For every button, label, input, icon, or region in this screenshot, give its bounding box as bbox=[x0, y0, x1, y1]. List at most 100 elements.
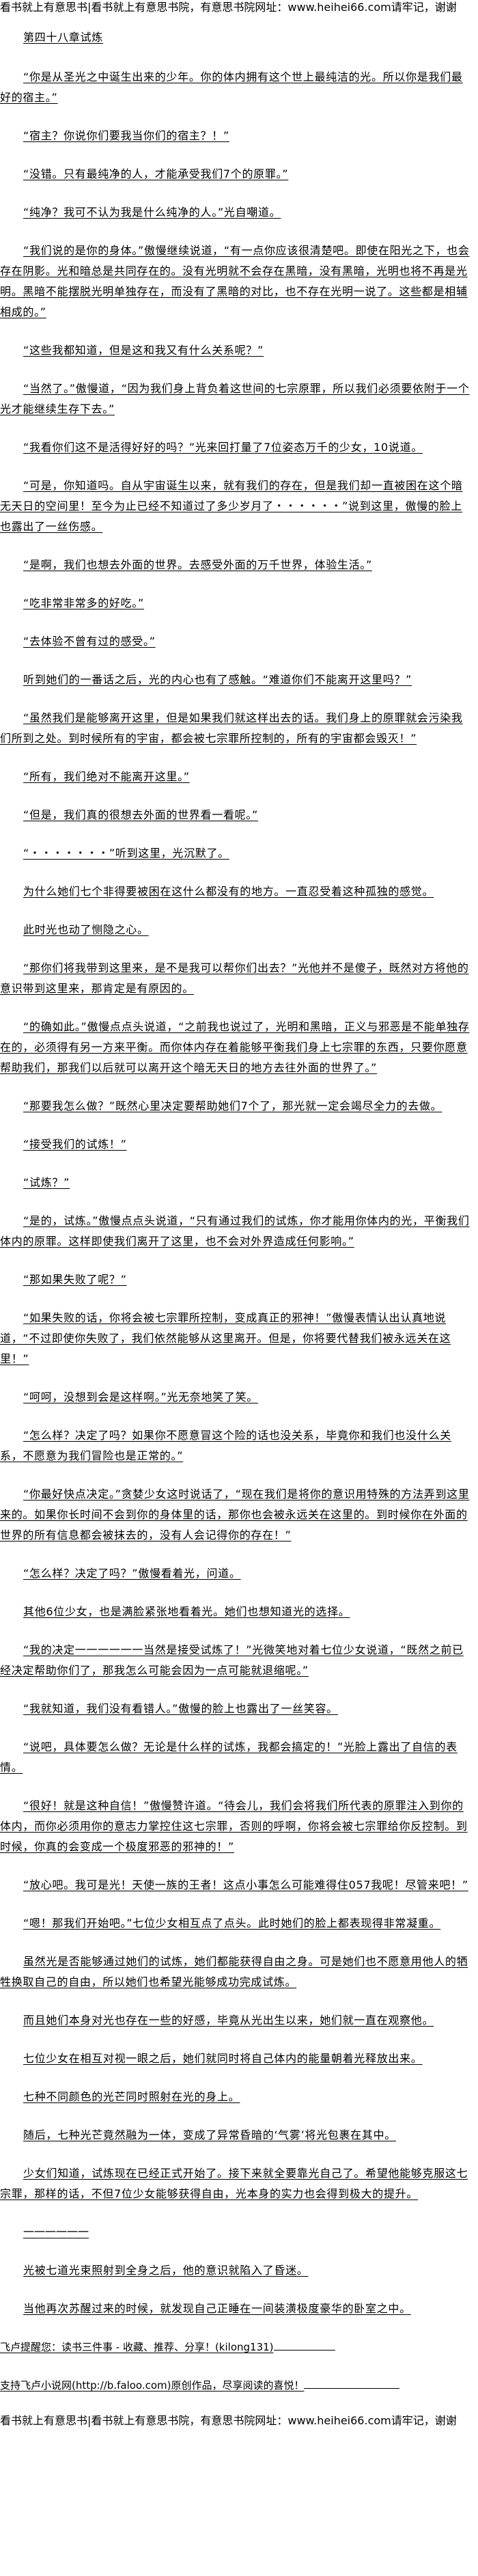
paragraph: “放心吧。我可是光！天使一族的王者！这点小事怎么可能难得住057我呢！尽管来吧！… bbox=[0, 1875, 473, 1895]
paragraph: 其他6位少女，也是满脸紧张地看着光。她们也想知道光的选择。 bbox=[0, 1602, 473, 1622]
paragraph-text: “可是，你知道吗。自从宇宙诞生以来，就有我们的存在，但是我们却一直被困在这个暗无… bbox=[0, 479, 463, 533]
paragraph-text: “是的，试炼。”傲慢点点头说道，“只有通过我们的试炼，你才能用你体内的光，平衡我… bbox=[0, 1214, 470, 1248]
paragraph: 七种不同颜色的光芒同时照射在光的身上。 bbox=[0, 2087, 473, 2107]
paragraph: 当他再次苏醒过来的时候，就发现自己正睡在一间装潢极度豪华的卧室之中。 bbox=[0, 2299, 473, 2319]
chapter-body: “你是从圣光之中诞生出来的少年。你的体内拥有这个世上最纯洁的光。所以你是我们最好… bbox=[0, 67, 473, 2319]
paragraph-text: “・・・・・・・”听到这里，光沉默了。 bbox=[23, 847, 229, 860]
paragraph-text: 七位少女在相互对视一眼之后，她们就同时将自己体内的能量朝着光释放出来。 bbox=[23, 2052, 423, 2065]
paragraph: “去体验不曾有过的感受。” bbox=[0, 631, 473, 652]
paragraph: “怎么样？决定了吗？”傲慢看着光，问道。 bbox=[0, 1563, 473, 1584]
paragraph: “我的决定一一一一一一当然是接受试炼了！”光微笑地对着七位少女说道，“既然之前已… bbox=[0, 1640, 473, 1681]
paragraph-text: “纯净？我可不认为我是什么纯净的人。”光自嘲道。 bbox=[23, 206, 281, 219]
paragraph-text: 当他再次苏醒过来的时候，就发现自己正睡在一间装潢极度豪华的卧室之中。 bbox=[23, 2302, 411, 2315]
paragraph: “怎么样？决定了吗？如果你不愿意冒这个险的话也没关系，毕竟你和我们也没什么关系，… bbox=[0, 1425, 473, 1466]
chapter-title: 第四十八章试炼 bbox=[0, 27, 473, 48]
paragraph: “那你们将我带到这里来，是不是我可以帮你们出去？”光他并不是傻子，既然对方将他的… bbox=[0, 958, 473, 999]
paragraph-text: 七种不同颜色的光芒同时照射在光的身上。 bbox=[23, 2090, 240, 2103]
paragraph: “那如果失败了呢？” bbox=[0, 1270, 473, 1290]
paragraph: “是的，试炼。”傲慢点点头说道，“只有通过我们的试炼，你才能用你体内的光，平衡我… bbox=[0, 1211, 473, 1252]
paragraph: 一一一一一一 bbox=[0, 2222, 473, 2243]
paragraph-text: “放心吧。我可是光！天使一族的王者！这点小事怎么可能难得住057我呢！尽管来吧！… bbox=[23, 1878, 468, 1891]
footer-support-text: 支持飞卢小说网(http://b.faloo.com)原创作品，尽享阅读的喜悦！ bbox=[0, 2379, 305, 2392]
paragraph: 此时光也动了恻隐之心。 bbox=[0, 920, 473, 940]
paragraph-text: 此时光也动了恻隐之心。 bbox=[23, 923, 149, 936]
paragraph: 为什么她们七个非得要被困在这什么都没有的地方。一直忍受着这种孤独的感觉。 bbox=[0, 881, 473, 902]
paragraph: “你是从圣光之中诞生出来的少年。你的体内拥有这个世上最纯洁的光。所以你是我们最好… bbox=[0, 67, 473, 108]
paragraph: “当然了。”傲慢道，“因为我们身上背负着这世间的七宗原罪，所以我们必须要依附于一… bbox=[0, 379, 473, 420]
paragraph: 随后，七种光芒竟然融为一体，变成了异常昏暗的‘气雾’将光包裹在其中。 bbox=[0, 2125, 473, 2146]
paragraph-text: “怎么样？决定了吗？如果你不愿意冒这个险的话也没关系，毕竟你和我们也没什么关系，… bbox=[0, 1429, 451, 1462]
paragraph-text: “我看你们这不是活得好好的吗？”光来回打量了7位姿态万千的少女，10说道。 bbox=[23, 441, 423, 454]
paragraph-text: 虽然光是否能够通过她们的试炼，她们都能获得自由之身。可是她们也不愿意用他人的牺牲… bbox=[0, 1955, 468, 1988]
paragraph: “说吧，具体要怎么做？无论是什么样的试炼，我都会搞定的！”光脸上露出了自信的表情… bbox=[0, 1737, 473, 1778]
paragraph: “我就知道，我们没有看错人。”傲慢的脸上也露出了一丝笑容。 bbox=[0, 1699, 473, 1719]
paragraph: “接受我们的试炼！” bbox=[0, 1134, 473, 1155]
paragraph: “纯净？我可不认为我是什么纯净的人。”光自嘲道。 bbox=[0, 202, 473, 223]
paragraph: “那要我怎么做？”既然心里决定要帮助她们7个了，那光就一定会竭尽全力的去做。 bbox=[0, 1096, 473, 1116]
paragraph-text: 光被七道光束照射到全身之后，他的意识就陷入了昏迷。 bbox=[23, 2264, 309, 2277]
underline-filler bbox=[304, 2377, 400, 2389]
paragraph-text: “怎么样？决定了吗？”傲慢看着光，问道。 bbox=[23, 1567, 241, 1580]
paragraph: “的确如此。”傲慢点点头说道，“之前我也说过了，光明和黑暗，正义与邪恶是不能单独… bbox=[0, 1017, 473, 1078]
site-banner-bottom: 看书就上有意思书|看书就上有意思书院，有意思书院网址：www.heihei66.… bbox=[0, 2414, 457, 2427]
paragraph: 而且她们本身对光也存在一些的好感，毕竟从光出生以来，她们就一直在观察他。 bbox=[0, 2010, 473, 2031]
paragraph-text: “那要我怎么做？”既然心里决定要帮助她们7个了，那光就一定会竭尽全力的去做。 bbox=[23, 1099, 442, 1112]
paragraph-text: “所有，我们绝对不能离开这里。” bbox=[23, 770, 190, 783]
chapter-title-text: 第四十八章试炼 bbox=[23, 31, 103, 44]
paragraph-text: “吃非常非常多的好吃。” bbox=[23, 597, 144, 609]
paragraph: “可是，你知道吗。自从宇宙诞生以来，就有我们的存在，但是我们却一直被困在这个暗无… bbox=[0, 476, 473, 537]
underline-filler bbox=[273, 2339, 335, 2351]
paragraph-text: “当然了。”傲慢道，“因为我们身上背负着这世间的七宗原罪，所以我们必须要依附于一… bbox=[0, 382, 470, 415]
footer-support: 支持飞卢小说网(http://b.faloo.com)原创作品，尽享阅读的喜悦！ bbox=[0, 2375, 473, 2396]
paragraph-text: “如果失败的话，你将会被七宗罪所控制，变成真正的邪神！”傲慢表情认出认真地说道，… bbox=[0, 1311, 451, 1365]
paragraph: “没错。只有最纯净的人，才能承受我们7个的原罪。” bbox=[0, 164, 473, 184]
paragraph-text: “我们说的是你的身体。”傲慢继续说道，“有一点你应该很清楚吧。即使在阳光之下，也… bbox=[0, 244, 470, 318]
paragraph: 光被七道光束照射到全身之后，他的意识就陷入了昏迷。 bbox=[0, 2260, 473, 2281]
paragraph-text: 随后，七种光芒竟然融为一体，变成了异常昏暗的‘气雾’将光包裹在其中。 bbox=[23, 2128, 396, 2141]
paragraph-text: “呵呵，没想到会是这样啊。”光无奈地笑了笑。 bbox=[23, 1390, 258, 1403]
paragraph-text: “接受我们的试炼！” bbox=[23, 1138, 127, 1151]
paragraph-text: “这些我都知道，但是这和我又有什么关系呢？” bbox=[23, 344, 264, 357]
paragraph: “是啊，我们也想去外面的世界。去感受外面的万千世界，体验生活。” bbox=[0, 555, 473, 575]
chapter-content: 第四十八章试炼 “你是从圣光之中诞生出来的少年。你的体内拥有这个世上最纯洁的光。… bbox=[0, 16, 473, 2396]
paragraph: “我们说的是你的身体。”傲慢继续说道，“有一点你应该很清楚吧。即使在阳光之下，也… bbox=[0, 241, 473, 323]
paragraph-text: “你最好快点决定。”贪婪少女这时说话了，“现在我们是将你的意识用特殊的方法弄到这… bbox=[0, 1488, 470, 1542]
paragraph-text: 一一一一一一 bbox=[23, 2225, 89, 2238]
paragraph-text: “是啊，我们也想去外面的世界。去感受外面的万千世界，体验生活。” bbox=[23, 558, 372, 571]
paragraph: “所有，我们绝对不能离开这里。” bbox=[0, 767, 473, 787]
paragraph: “我看你们这不是活得好好的吗？”光来回打量了7位姿态万千的少女，10说道。 bbox=[0, 437, 473, 458]
paragraph: “吃非常非常多的好吃。” bbox=[0, 593, 473, 614]
paragraph-text: “去体验不曾有过的感受。” bbox=[23, 635, 156, 648]
paragraph: “这些我都知道，但是这和我又有什么关系呢？” bbox=[0, 340, 473, 361]
paragraph-text: “我的决定一一一一一一当然是接受试炼了！”光微笑地对着七位少女说道，“既然之前已… bbox=[0, 1643, 464, 1677]
paragraph-text: “但是，我们真的很想去外面的世界看一看呢。” bbox=[23, 808, 258, 821]
paragraph: 虽然光是否能够通过她们的试炼，她们都能获得自由之身。可是她们也不愿意用他人的牺牲… bbox=[0, 1951, 473, 1992]
paragraph: “你最好快点决定。”贪婪少女这时说话了，“现在我们是将你的意识用特殊的方法弄到这… bbox=[0, 1484, 473, 1546]
paragraph: “虽然我们是能够离开这里，但是如果我们就这样出去的话。我们身上的原罪就会污染我们… bbox=[0, 708, 473, 749]
paragraph: “・・・・・・・”听到这里，光沉默了。 bbox=[0, 843, 473, 864]
paragraph-text: 听到她们的一番话之后，光的内心也有了感触。“难道你们不能离开这里吗？” bbox=[23, 673, 412, 686]
paragraph: “宿主？你说你们要我当你们的宿主？！” bbox=[0, 126, 473, 146]
paragraph-text: “我就知道，我们没有看错人。”傲慢的脸上也露出了一丝笑容。 bbox=[23, 1702, 338, 1715]
paragraph: “试炼？” bbox=[0, 1173, 473, 1193]
footer-reminder-text: 飞卢提醒您：读书三件事 - 收藏、推荐、分享！(kilong131) bbox=[0, 2341, 274, 2353]
paragraph-text: “的确如此。”傲慢点点头说道，“之前我也说过了，光明和黑暗，正义与邪恶是不能单独… bbox=[0, 1020, 470, 1074]
paragraph: “很好！就是这种自信！”傲慢赞许道。“待会儿，我们会将我们所代表的原罪注入到你的… bbox=[0, 1796, 473, 1857]
paragraph-text: “宿主？你说你们要我当你们的宿主？！” bbox=[23, 129, 229, 142]
paragraph: 七位少女在相互对视一眼之后，她们就同时将自己体内的能量朝着光释放出来。 bbox=[0, 2049, 473, 2069]
paragraph: “嗯！那我们开始吧。”七位少女相互点了点头。此时她们的脸上都表现得非常凝重。 bbox=[0, 1913, 473, 1934]
paragraph-text: “那你们将我带到这里来，是不是我可以帮你们出去？”光他并不是傻子，既然对方将他的… bbox=[0, 961, 469, 995]
paragraph-text: 而且她们本身对光也存在一些的好感，毕竟从光出生以来，她们就一直在观察他。 bbox=[23, 2014, 434, 2027]
paragraph-text: “那如果失败了呢？” bbox=[23, 1273, 127, 1286]
paragraph-text: “嗯！那我们开始吧。”七位少女相互点了点头。此时她们的脸上都表现得非常凝重。 bbox=[23, 1917, 441, 1930]
footer-reminder: 飞卢提醒您：读书三件事 - 收藏、推荐、分享！(kilong131) bbox=[0, 2337, 473, 2357]
paragraph: 听到她们的一番话之后，光的内心也有了感触。“难道你们不能离开这里吗？” bbox=[0, 670, 473, 690]
paragraph-text: “试炼？” bbox=[23, 1176, 70, 1189]
paragraph-text: 其他6位少女，也是满脸紧张地看着光。她们也想知道光的选择。 bbox=[23, 1605, 350, 1618]
site-banner-top: 看书就上有意思书|看书就上有意思书院，有意思书院网址：www.heihei66.… bbox=[0, 1, 457, 14]
paragraph-text: “说吧，具体要怎么做？无论是什么样的试炼，我都会搞定的！”光脸上露出了自信的表情… bbox=[0, 1740, 458, 1774]
paragraph: 少女们知道，试炼现在已经正式开始了。接下来就全要靠光自己了。希望他能够克服这七宗… bbox=[0, 2163, 473, 2204]
paragraph-text: “你是从圣光之中诞生出来的少年。你的体内拥有这个世上最纯洁的光。所以你是我们最好… bbox=[0, 70, 463, 104]
paragraph: “如果失败的话，你将会被七宗罪所控制，变成真正的邪神！”傲慢表情认出认真地说道，… bbox=[0, 1308, 473, 1369]
paragraph-text: “没错。只有最纯净的人，才能承受我们7个的原罪。” bbox=[23, 167, 289, 180]
